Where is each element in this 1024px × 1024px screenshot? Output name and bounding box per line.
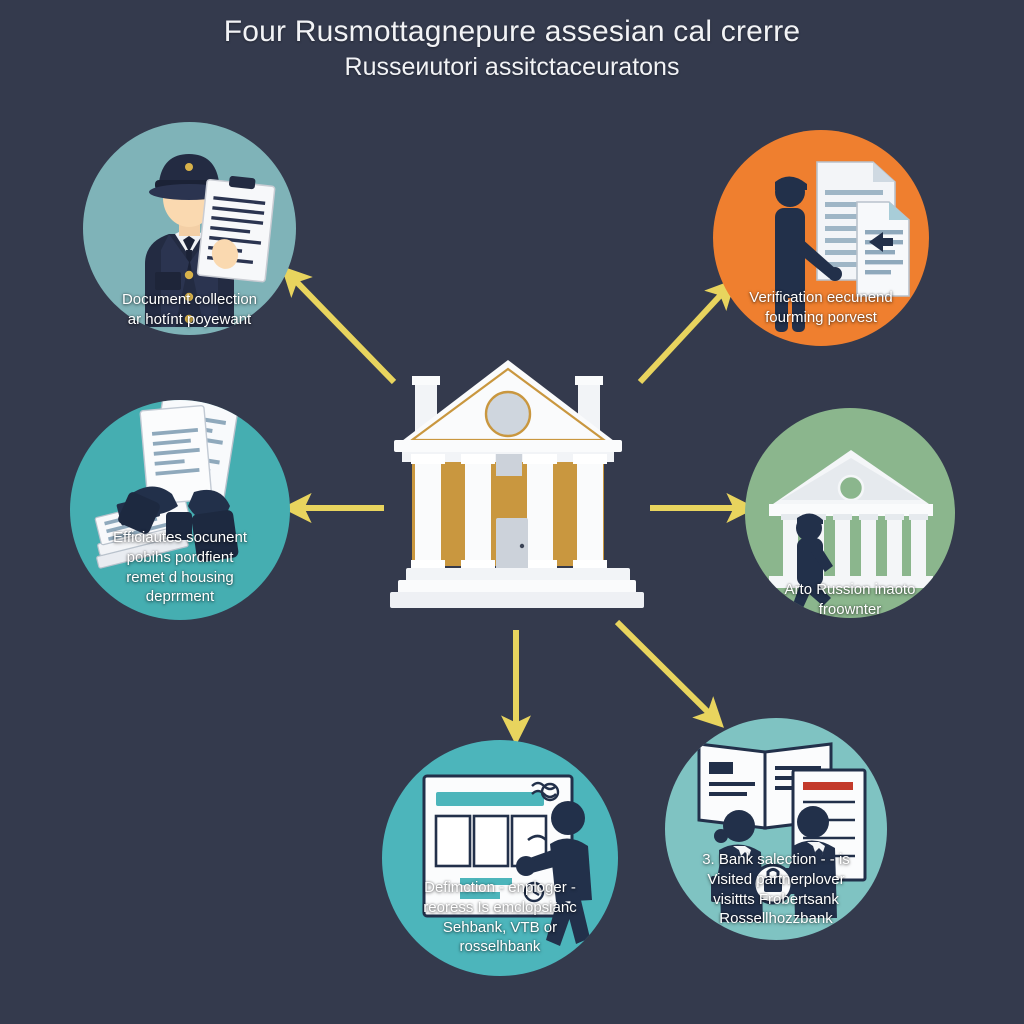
person-walking-to-bank-icon xyxy=(745,408,955,618)
title-sub-line: Russeиutori assitctaceuratons xyxy=(344,53,680,82)
officer-with-clipboard-icon xyxy=(83,122,296,335)
two-businessmen-with-documents-icon xyxy=(665,718,887,940)
arrow-to-document-collection xyxy=(281,265,397,385)
hands-holding-documents-icon xyxy=(70,400,290,620)
person-at-board-icon xyxy=(382,740,618,976)
node-application[interactable]: Defimction - enploger - reoress Is emclo… xyxy=(382,740,618,976)
title-main-line: Four Rusmottagnepure assesian cal crerre xyxy=(223,15,801,48)
page-title: Four Rusmottagnepure assesian cal crerre… xyxy=(0,14,1024,82)
arrow-to-verification xyxy=(637,278,736,385)
node-document-collection[interactable]: Document collection ar hotínt poyewant xyxy=(83,122,296,335)
arrow-to-bank-selection xyxy=(614,619,724,728)
bank-building-icon xyxy=(390,360,644,608)
node-verification[interactable]: Verification eecunend fourming porvest xyxy=(713,130,929,346)
person-pointing-at-documents-icon xyxy=(713,130,929,346)
node-bank-selection[interactable]: 3. Bank salection - - is Visited partner… xyxy=(665,718,887,940)
node-document-submission[interactable]: Efficiautes socunent pobihs pordfient re… xyxy=(70,400,290,620)
center-bank-building[interactable] xyxy=(382,358,652,620)
node-bank-visit[interactable]: Arto Russion inaoto froownter xyxy=(745,408,955,618)
